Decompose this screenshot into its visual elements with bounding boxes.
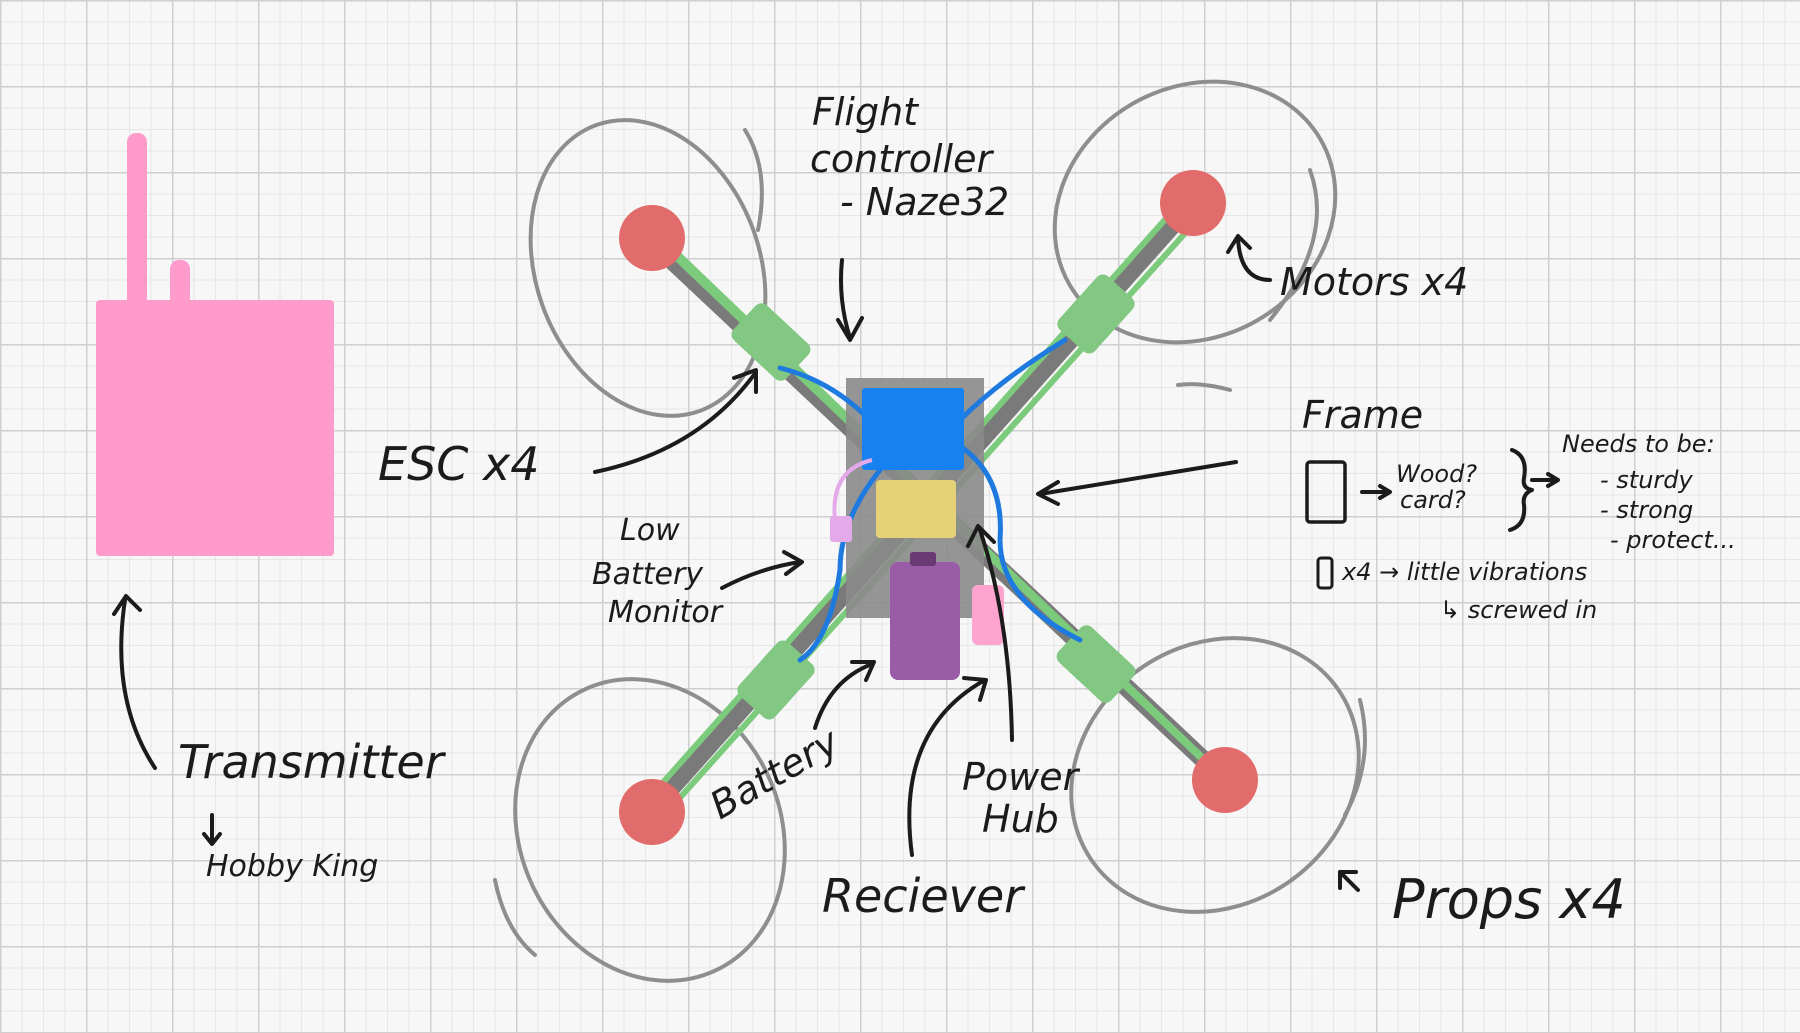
annotation-arrows	[112, 234, 1360, 892]
transmitter-label: Transmitter Hobby King	[178, 735, 447, 884]
power-hub-label: Power Hub	[962, 755, 1081, 841]
svg-text:- strong: - strong	[1600, 496, 1693, 524]
esc-top-right	[1057, 274, 1135, 354]
standoffs-label: x4 → little vibrations	[1341, 558, 1587, 586]
svg-text:- Naze32: - Naze32	[840, 180, 1009, 224]
motor-top-right	[1160, 170, 1226, 236]
transmitter-body	[96, 300, 334, 556]
svg-text:Battery: Battery	[592, 557, 704, 592]
svg-text:Transmitter: Transmitter	[178, 735, 447, 789]
blue-wires	[777, 337, 1083, 663]
motor-top-left	[619, 205, 685, 271]
receiver	[972, 585, 1004, 645]
transmitter	[96, 133, 334, 556]
frame-label-group: Frame Wood? card? Needs to be: - sturdy …	[1302, 393, 1736, 624]
esc-top-left	[731, 303, 811, 381]
propellers	[493, 79, 1367, 983]
flight-controller	[862, 388, 964, 470]
transmitter-antenna-long	[127, 133, 147, 313]
svg-text:card?: card?	[1400, 486, 1466, 514]
props-label: Props x4	[1392, 868, 1626, 931]
motor-bottom-right	[1192, 747, 1258, 813]
prop-top-right	[1052, 79, 1338, 345]
svg-text:controller: controller	[810, 137, 994, 181]
svg-text:Monitor: Monitor	[608, 595, 724, 630]
needs-to-be-label: Needs to be:	[1562, 430, 1715, 458]
svg-text:Low: Low	[620, 513, 680, 548]
power-hub	[876, 480, 956, 538]
motors-label: Motors x4	[1280, 260, 1468, 304]
receiver-label: Reciever	[822, 869, 1026, 923]
svg-text:Flight: Flight	[812, 90, 920, 134]
low-battery-monitor	[830, 458, 873, 542]
svg-text:- protect...: - protect...	[1610, 526, 1736, 554]
flight-controller-label: Flight controller - Naze32	[810, 90, 1009, 224]
low-battery-monitor-label: Low Battery Monitor	[592, 513, 724, 630]
svg-text:Hub: Hub	[982, 797, 1059, 841]
motor-bottom-left	[619, 779, 685, 845]
esc-bottom-left	[737, 640, 815, 720]
screwed-in-label: ↳ screwed in	[1440, 596, 1597, 624]
battery	[890, 552, 960, 680]
svg-text:- sturdy: - sturdy	[1600, 466, 1694, 494]
svg-text:Power: Power	[962, 755, 1081, 799]
frame-notes-sketch	[1305, 448, 1560, 590]
escs	[731, 274, 1136, 720]
prop-top-left	[528, 118, 768, 418]
motors	[619, 170, 1258, 845]
svg-text:Wood?: Wood?	[1396, 460, 1477, 488]
prop-bottom-left	[513, 677, 787, 983]
esc-bottom-right	[1056, 625, 1136, 703]
esc-label: ESC x4	[378, 437, 540, 491]
frame-label: Frame	[1302, 393, 1423, 437]
prop-bottom-right	[1069, 636, 1361, 914]
svg-text:Hobby King: Hobby King	[206, 849, 378, 884]
